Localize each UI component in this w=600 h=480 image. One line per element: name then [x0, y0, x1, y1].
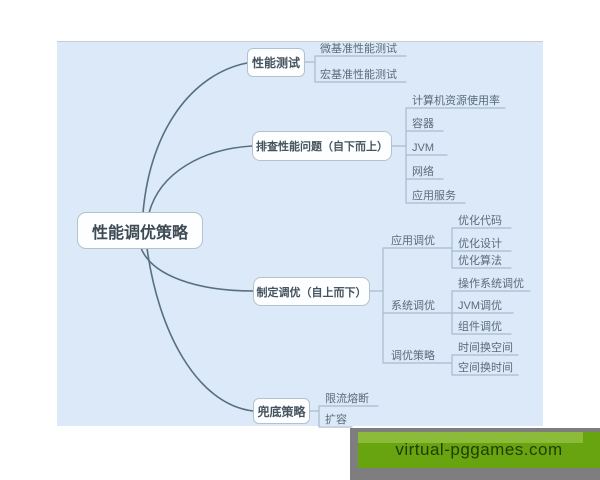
branch-tuning-top-down: 制定调优（自上而下）	[253, 277, 370, 306]
leaf-optimize-algorithm: 优化算法	[458, 255, 502, 267]
branch-fallback-strategy: 兜底策略	[253, 398, 310, 424]
leaf-jvm-tuning: JVM调优	[458, 300, 502, 312]
leaf-optimize-code: 优化代码	[458, 215, 502, 227]
leaf-resource-usage: 计算机资源使用率	[412, 95, 500, 107]
leaf-micro-benchmark: 微基准性能测试	[320, 43, 397, 55]
subbranch-app-tuning: 应用调优	[391, 235, 435, 247]
leaf-os-tuning: 操作系统调优	[458, 278, 524, 290]
root-node: 性能调优策略	[77, 212, 203, 249]
branch-performance-testing: 性能测试	[247, 48, 305, 77]
branch-troubleshoot-bottom-up: 排查性能问题（自下而上）	[252, 131, 392, 161]
subbranch-tuning-strategy: 调优策略	[391, 350, 435, 362]
leaf-container: 容器	[412, 118, 434, 130]
leaf-network: 网络	[412, 166, 434, 178]
leaf-jvm: JVM	[412, 142, 434, 154]
leaf-scale-out: 扩容	[325, 414, 347, 426]
leaf-component-tuning: 组件调优	[458, 321, 502, 333]
leaf-rate-limit-circuit-break: 限流熔断	[325, 393, 369, 405]
leaf-app-service: 应用服务	[412, 190, 456, 202]
leaf-optimize-design: 优化设计	[458, 238, 502, 250]
subbranch-system-tuning: 系统调优	[391, 300, 435, 312]
leaf-macro-benchmark: 宏基准性能测试	[320, 69, 397, 81]
leaf-time-for-space: 时间换空间	[458, 342, 513, 354]
leaf-space-for-time: 空间换时间	[458, 362, 513, 374]
watermark-badge: virtual-pggames.com	[358, 432, 600, 468]
watermark-highlight-strip	[358, 432, 583, 443]
watermark-text: virtual-pggames.com	[395, 440, 563, 459]
